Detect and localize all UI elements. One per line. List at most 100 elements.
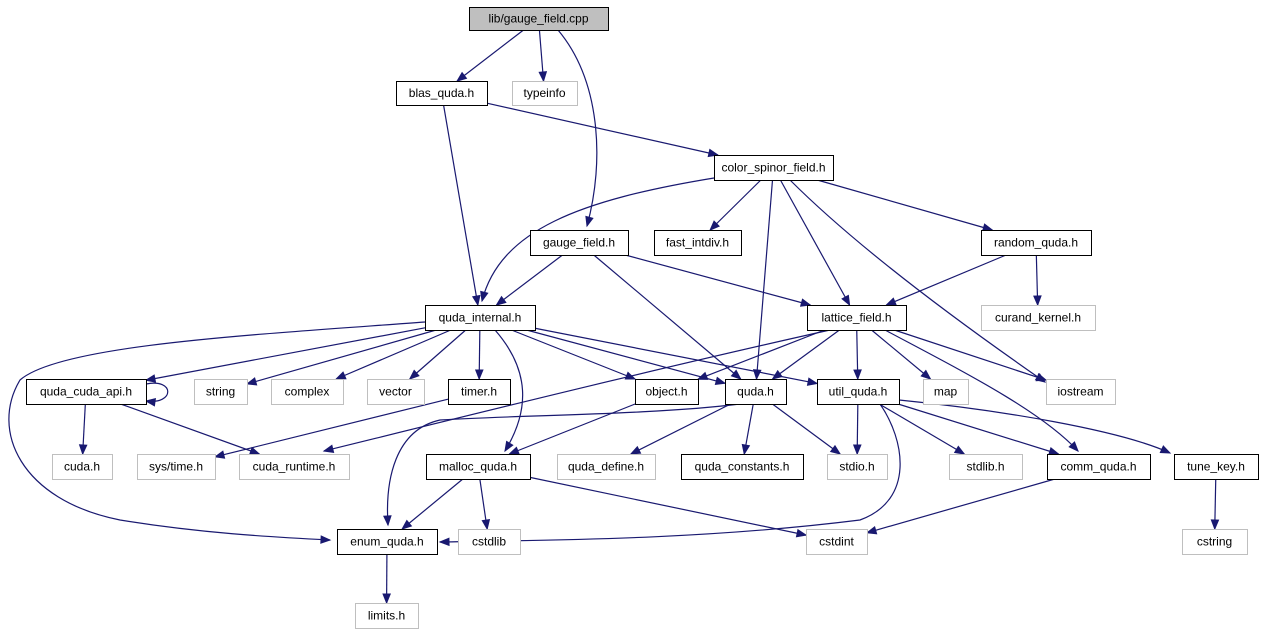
- edge-gauge-field-h-to-quda-h: [593, 254, 742, 380]
- node-cstdint: cstdint: [806, 529, 868, 555]
- node-label: vector: [379, 385, 412, 399]
- edge-quda-internal-h-to-complex: [334, 329, 452, 380]
- node-iostream: iostream: [1046, 379, 1116, 405]
- node-box: [557, 454, 656, 480]
- node-label: blas_quda.h: [409, 86, 474, 100]
- node-box: [355, 603, 419, 629]
- edge-quda-internal-h-to-enum-quda-h: [8, 321, 426, 544]
- edge-quda-h-to-quda-constants-h: [741, 403, 754, 456]
- edge-util-quda-h-to-stdio-h: [852, 403, 862, 456]
- node-box[interactable]: [337, 529, 438, 555]
- edge-lattice-field-h-to-cuda-runtime-h: [322, 329, 831, 453]
- edge-enum-quda-h-to-limits-h: [382, 553, 391, 605]
- edge-color-spinor-field-h-to-quda-internal-h: [480, 177, 715, 303]
- node-label: cstdlib: [472, 535, 506, 549]
- node-quda-constants-h[interactable]: quda_constants.h: [681, 454, 804, 480]
- node-blas-quda-h[interactable]: blas_quda.h: [396, 81, 488, 106]
- node-box: [367, 379, 425, 405]
- node-box[interactable]: [817, 379, 900, 405]
- node-util-quda-h[interactable]: util_quda.h: [817, 379, 900, 405]
- edge-color-spinor-field-h-to-iostream: [789, 179, 1047, 383]
- node-box[interactable]: [425, 305, 536, 331]
- node-box[interactable]: [807, 305, 907, 331]
- node-gauge-field-cpp[interactable]: lib/gauge_field.cpp: [469, 7, 609, 31]
- edge-malloc-quda-h-to-cstdlib: [479, 478, 491, 531]
- node-lattice-field-h[interactable]: lattice_field.h: [807, 305, 907, 331]
- node-box[interactable]: [725, 379, 787, 405]
- node-box[interactable]: [981, 230, 1092, 256]
- edge-lattice-field-h-to-map: [871, 329, 932, 380]
- node-label: object.h: [645, 385, 687, 399]
- node-tune-key-h[interactable]: tune_key.h: [1174, 454, 1259, 480]
- node-box[interactable]: [26, 379, 147, 405]
- node-box: [239, 454, 350, 480]
- node-label: cuda_runtime.h: [253, 460, 336, 474]
- node-label: lattice_field.h: [821, 311, 891, 325]
- node-label: quda_internal.h: [439, 311, 522, 325]
- node-quda-internal-h[interactable]: quda_internal.h: [425, 305, 536, 331]
- node-label: enum_quda.h: [350, 535, 423, 549]
- node-box[interactable]: [654, 230, 742, 256]
- node-fast-intdiv-h[interactable]: fast_intdiv.h: [654, 230, 742, 256]
- edge-quda-internal-h-to-quda-cuda-api-h: [144, 327, 426, 383]
- edge-lattice-field-h-to-comm-quda-h: [884, 329, 1079, 452]
- edge-gauge-field-h-to-quda-internal-h: [495, 254, 563, 306]
- node-label: stdlib.h: [966, 460, 1004, 474]
- node-label: typeinfo: [523, 86, 565, 100]
- node-label: quda_constants.h: [695, 460, 790, 474]
- node-comm-quda-h[interactable]: comm_quda.h: [1047, 454, 1151, 480]
- edge-quda-cuda-api-h-to-quda-cuda-api-h: [144, 382, 169, 407]
- node-label: tune_key.h: [1187, 460, 1245, 474]
- node-label: comm_quda.h: [1060, 460, 1136, 474]
- edge-util-quda-h-to-tune-key-h: [898, 399, 1172, 454]
- node-gauge-field-h[interactable]: gauge_field.h: [530, 230, 629, 256]
- edge-gauge-field-h-to-lattice-field-h: [625, 254, 812, 307]
- node-label: limits.h: [368, 609, 405, 623]
- edge-quda-internal-h-to-string: [245, 329, 437, 386]
- node-quda-define-h: quda_define.h: [557, 454, 656, 480]
- node-timer-h[interactable]: timer.h: [448, 379, 511, 405]
- node-box[interactable]: [635, 379, 699, 405]
- node-label: timer.h: [461, 385, 497, 399]
- node-color-spinor-field-h[interactable]: color_spinor_field.h: [714, 155, 834, 181]
- node-box[interactable]: [426, 454, 531, 480]
- edge-lattice-field-h-to-iostream: [894, 329, 1048, 382]
- node-object-h[interactable]: object.h: [635, 379, 699, 405]
- node-label: complex: [285, 385, 330, 399]
- node-box: [981, 305, 1096, 331]
- edge-color-spinor-field-h-to-quda-h: [752, 179, 774, 381]
- node-box[interactable]: [1047, 454, 1151, 480]
- node-enum-quda-h[interactable]: enum_quda.h: [337, 529, 438, 555]
- node-stdio-h: stdio.h: [827, 454, 888, 480]
- node-box[interactable]: [681, 454, 804, 480]
- node-stdlib-h: stdlib.h: [949, 454, 1023, 480]
- node-label: sys/time.h: [149, 460, 203, 474]
- edge-util-quda-h-to-stdlib-h: [878, 403, 966, 455]
- node-box: [137, 454, 216, 480]
- node-quda-cuda-api-h[interactable]: quda_cuda_api.h: [26, 379, 147, 405]
- node-box[interactable]: [469, 7, 609, 31]
- node-box: [271, 379, 344, 405]
- node-box[interactable]: [1174, 454, 1259, 480]
- node-string: string: [194, 379, 248, 405]
- node-malloc-quda-h[interactable]: malloc_quda.h: [426, 454, 531, 480]
- node-cstring: cstring: [1182, 529, 1248, 555]
- node-label: random_quda.h: [994, 236, 1078, 250]
- node-label: gauge_field.h: [543, 236, 615, 250]
- node-box[interactable]: [448, 379, 511, 405]
- node-box[interactable]: [530, 230, 629, 256]
- edge-color-spinor-field-h-to-lattice-field-h: [779, 179, 851, 307]
- edge-quda-internal-h-to-malloc-quda-h: [494, 329, 524, 453]
- node-box[interactable]: [396, 81, 488, 106]
- node-complex: complex: [271, 379, 344, 405]
- node-box: [827, 454, 888, 480]
- node-quda-h[interactable]: quda.h: [725, 379, 787, 405]
- node-cuda-h: cuda.h: [52, 454, 113, 480]
- edge-quda-internal-h-to-util-quda-h: [534, 327, 819, 386]
- node-vector: vector: [367, 379, 425, 405]
- node-box[interactable]: [714, 155, 834, 181]
- edge-gauge-field-cpp-to-blas-quda-h: [456, 29, 524, 82]
- node-label: quda.h: [737, 385, 774, 399]
- edge-comm-quda-h-to-cstdint: [865, 478, 1055, 535]
- node-random-quda-h[interactable]: random_quda.h: [981, 230, 1092, 256]
